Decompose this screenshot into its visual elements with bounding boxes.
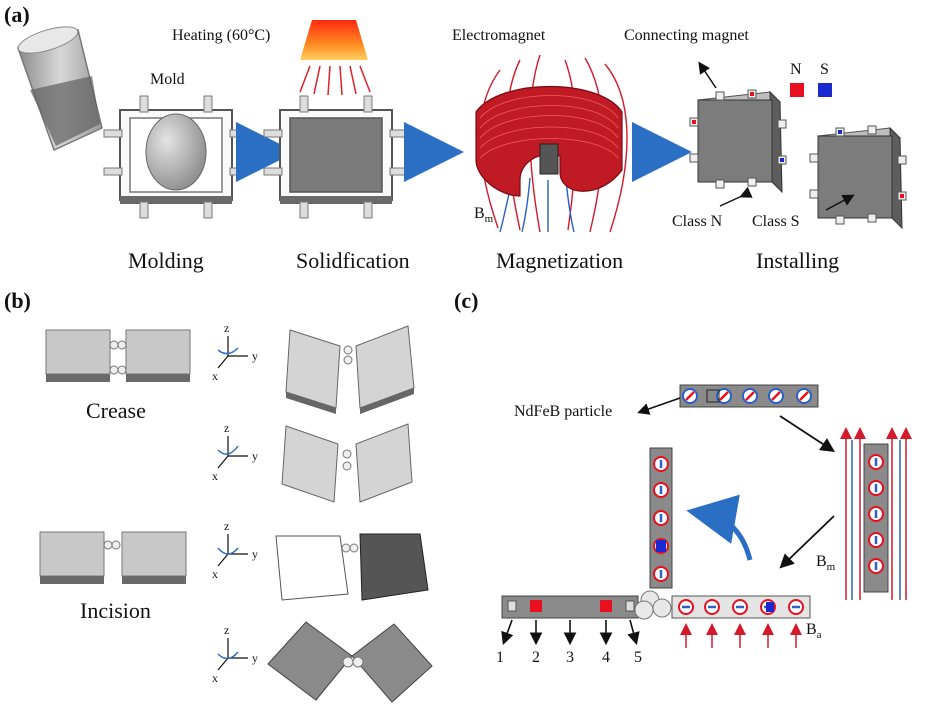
strip-bottom-left xyxy=(501,595,639,619)
axis-z: z xyxy=(224,321,230,335)
force-arrows xyxy=(501,619,640,646)
legend-n-label: N xyxy=(790,61,802,78)
step-installing: Installing xyxy=(756,248,840,273)
ba-label: Ba xyxy=(806,621,822,642)
rotation-arrow-icon xyxy=(217,347,239,660)
strip-top xyxy=(679,384,819,408)
force-number: 4 xyxy=(602,649,610,666)
mold-frame xyxy=(103,95,249,219)
applied-field-arrows xyxy=(680,623,802,648)
crease-flat-plates xyxy=(45,329,191,382)
panel-label-c: (c) xyxy=(454,288,479,313)
crease-folded-down xyxy=(281,423,413,503)
axis-x: x xyxy=(212,671,218,685)
axis-z: z xyxy=(224,421,230,435)
incision-label: Incision xyxy=(80,598,151,623)
force-number: 3 xyxy=(566,649,574,666)
strip-magnetized xyxy=(840,427,912,600)
step-solidification: Solidfication xyxy=(296,248,410,273)
hinge-spheres xyxy=(634,590,672,620)
electromagnet-label: Electromagnet xyxy=(452,27,546,44)
incision-flat-plates xyxy=(39,531,187,584)
flow-arrow xyxy=(779,515,835,569)
crease-label: Crease xyxy=(86,398,146,423)
class-s-pointer xyxy=(825,194,855,211)
flow-arrow xyxy=(779,415,836,452)
step-molding: Molding xyxy=(128,248,204,273)
connecting-magnet-pointer xyxy=(698,61,717,89)
particle-label: NdFeB particle xyxy=(514,403,613,420)
axis-y: y xyxy=(252,547,258,561)
panel-label-a: (a) xyxy=(4,2,30,27)
legend-s-swatch xyxy=(818,83,832,97)
bm-label-a: Bm xyxy=(474,205,494,226)
mold-label: Mold xyxy=(150,71,185,88)
bm-label-c: Bm xyxy=(816,553,836,574)
axis-x: x xyxy=(212,369,218,383)
class-s-label: Class S xyxy=(752,213,800,230)
strip-bottom-right xyxy=(671,595,811,619)
strip-standing xyxy=(649,447,673,589)
force-number: 5 xyxy=(634,649,642,666)
particle-pointer xyxy=(637,397,681,415)
axis-x: x xyxy=(212,567,218,581)
class-n-label: Class N xyxy=(672,213,723,230)
legend-s-label: S xyxy=(820,61,829,78)
axes-icon xyxy=(217,336,248,671)
incision-folded xyxy=(267,621,433,703)
force-number: 1 xyxy=(496,649,504,666)
axis-x: x xyxy=(212,469,218,483)
plate-class-s xyxy=(809,125,907,230)
axis-z: z xyxy=(224,519,230,533)
rotation-arrow-icon xyxy=(686,494,753,561)
crease-folded-up xyxy=(285,325,415,414)
legend-n-swatch xyxy=(790,83,804,97)
class-n-pointer xyxy=(719,186,753,207)
mold-frame-solidified xyxy=(263,95,409,219)
axis-y: y xyxy=(252,449,258,463)
heating-label: Heating (60°C) xyxy=(172,27,271,44)
cup-icon xyxy=(17,26,103,152)
electromagnet-coil xyxy=(475,54,628,233)
panel-label-b: (b) xyxy=(4,288,31,313)
plate-class-n xyxy=(689,89,787,194)
axis-y: y xyxy=(252,651,258,665)
incision-rotated xyxy=(275,533,429,601)
heater-icon xyxy=(299,20,371,96)
connecting-magnet-label: Connecting magnet xyxy=(624,27,749,44)
step-magnetization: Magnetization xyxy=(496,248,624,273)
axis-z: z xyxy=(224,623,230,637)
axis-y: y xyxy=(252,349,258,363)
force-number: 2 xyxy=(532,649,540,666)
